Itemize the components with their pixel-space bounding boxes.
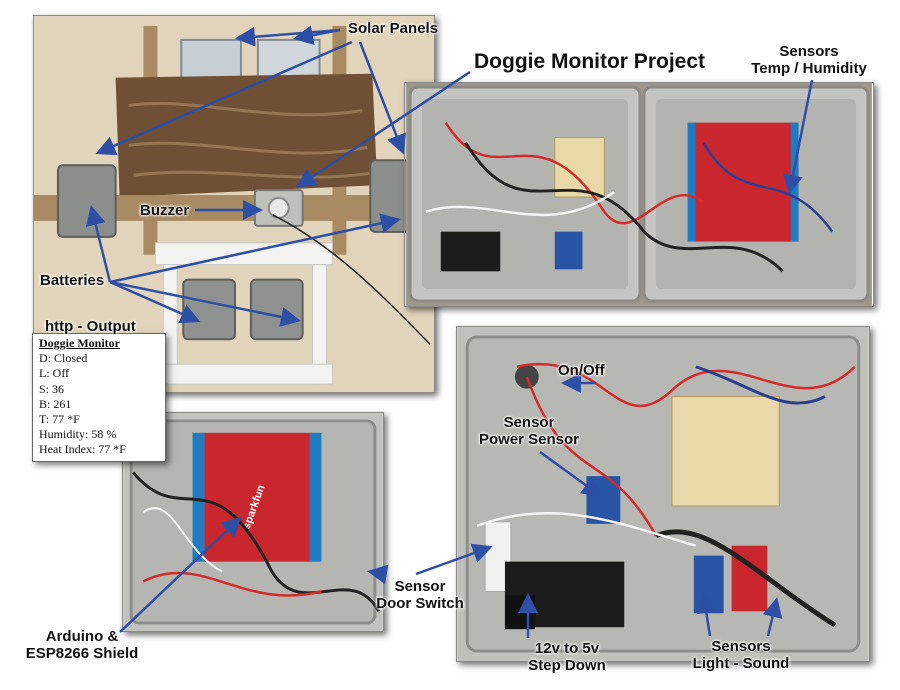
label-arduino-line2: ESP8266 Shield xyxy=(25,645,139,662)
output-line-battery: B: 261 xyxy=(39,396,72,411)
output-line-sound: S: 36 xyxy=(39,381,65,396)
label-door-switch: Sensor Door Switch xyxy=(372,578,468,612)
light-sensor-module xyxy=(693,555,724,614)
label-sensors-temp-line2: Temp / Humidity xyxy=(751,60,867,77)
arduino-board-top xyxy=(693,122,793,242)
output-line-door: D: Closed xyxy=(39,351,88,366)
output-line-heat-index: Heat Index: 77 *F xyxy=(39,442,126,457)
solar-panel-right xyxy=(256,38,321,81)
label-sensors-temp-line1: Sensors xyxy=(779,43,839,60)
label-arduino-line1: Arduino & xyxy=(45,628,119,645)
label-door-switch-line2: Door Switch xyxy=(376,595,464,612)
battery-box-shelf-right xyxy=(249,278,304,341)
label-power-sensor-line2: Power Sensor xyxy=(478,431,580,448)
output-line-temp: T: 77 *F xyxy=(39,412,80,427)
label-http-output: http - Output xyxy=(45,318,136,335)
photo-sensor-enclosure xyxy=(456,326,870,662)
battery-box-shelf-left xyxy=(182,278,236,341)
output-title: Doggie Monitor xyxy=(39,336,120,350)
enclosures-scene xyxy=(406,83,872,306)
label-on-off: On/Off xyxy=(558,362,605,379)
label-arduino: Arduino & ESP8266 Shield xyxy=(16,628,148,662)
label-light-sound: Sensors Light - Sound xyxy=(686,638,796,672)
label-sensors-temp: Sensors Temp / Humidity xyxy=(744,43,874,77)
label-light-sound-line2: Light - Sound xyxy=(692,655,790,672)
label-door-switch-line1: Sensor xyxy=(394,578,446,595)
label-batteries: Batteries xyxy=(40,272,105,289)
label-power-sensor: Sensor Power Sensor xyxy=(474,414,584,448)
label-step-down-line1: 12v to 5v xyxy=(534,640,600,657)
battery-box-left xyxy=(56,164,117,238)
photo-enclosures-overview xyxy=(404,82,874,307)
label-buzzer: Buzzer xyxy=(140,202,190,219)
proto-board xyxy=(671,396,780,507)
label-solar-panels: Solar Panels xyxy=(348,20,439,37)
label-light-sound-line1: Sensors xyxy=(711,638,771,655)
sensor-scene xyxy=(457,327,869,661)
label-power-sensor-line1: Sensor xyxy=(503,414,555,431)
output-line-humidity: Humidity: 58 % xyxy=(39,427,117,442)
solar-panel-left xyxy=(180,38,242,81)
label-step-down: 12v to 5v Step Down xyxy=(522,640,612,674)
output-line-light: L: Off xyxy=(39,366,70,381)
label-step-down-line2: Step Down xyxy=(528,657,606,674)
on-off-switch xyxy=(514,364,539,389)
http-output-panel: Doggie Monitor D: Closed L: Off S: 36 B:… xyxy=(32,333,166,462)
page-title: Doggie Monitor Project xyxy=(474,50,705,73)
